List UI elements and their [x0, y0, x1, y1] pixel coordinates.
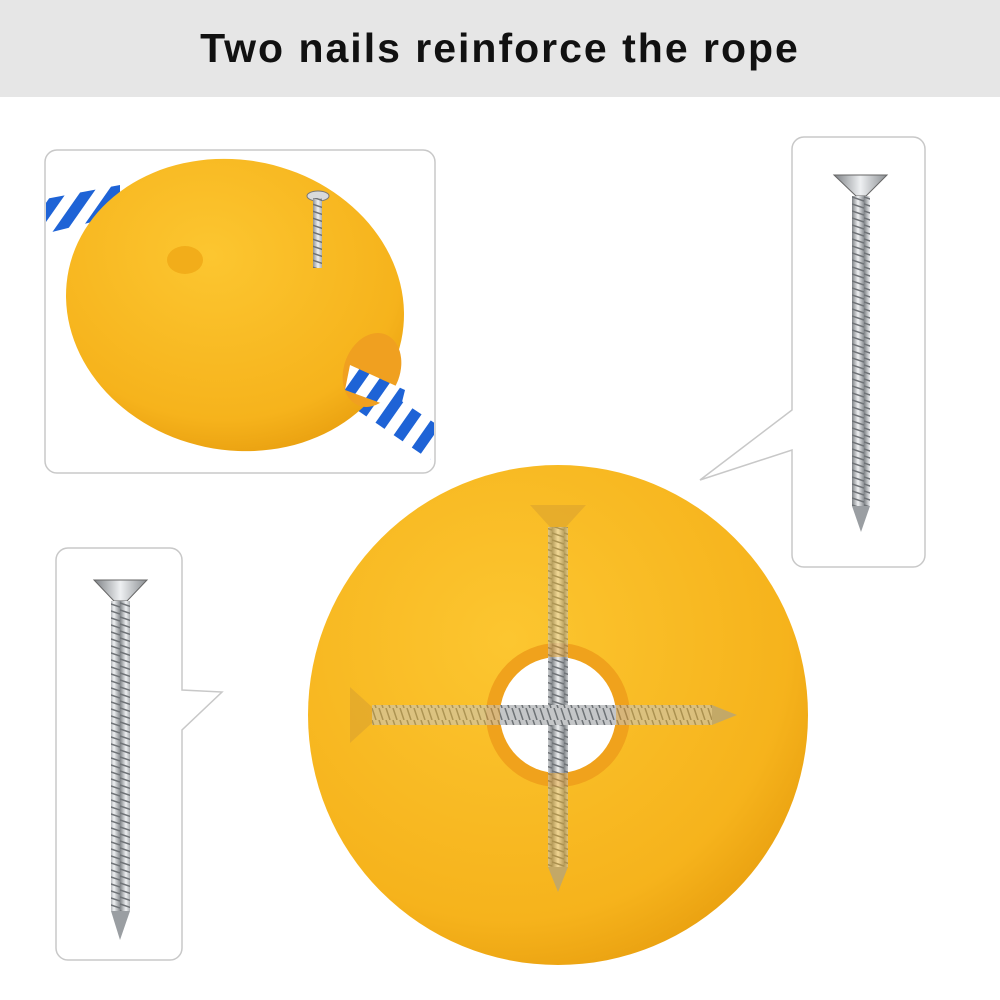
float-with-screw-panel — [44, 149, 436, 474]
screw-callout-right — [699, 136, 926, 568]
screw-callout-left — [55, 547, 224, 961]
header-banner: Two nails reinforce the rope — [0, 0, 1000, 97]
page-title: Two nails reinforce the rope — [200, 25, 800, 71]
float-cross-section — [308, 465, 808, 965]
